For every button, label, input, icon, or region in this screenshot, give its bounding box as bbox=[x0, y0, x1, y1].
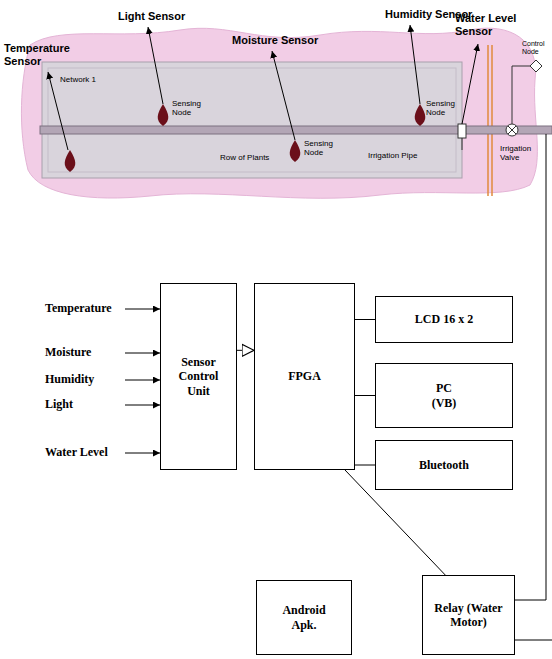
sensor-leader bbox=[462, 44, 478, 124]
orange-boundary bbox=[491, 45, 493, 196]
relay-box: Relay (Water Motor) bbox=[422, 575, 515, 655]
network-label: Network 1 bbox=[60, 76, 96, 85]
sensor-label: Water Level Sensor bbox=[455, 12, 519, 38]
temperature-sensor-node bbox=[65, 150, 76, 172]
app-box: Android Apk. bbox=[256, 580, 352, 655]
moisture-sensor-node bbox=[290, 140, 301, 162]
input-label: Light bbox=[45, 397, 73, 411]
control-unit-box: Sensor Control Unit bbox=[160, 283, 237, 470]
bluetooth-box: Bluetooth bbox=[375, 440, 513, 490]
input-arrow bbox=[125, 405, 160, 406]
sensor-leader bbox=[148, 27, 163, 104]
control-node-diamond bbox=[530, 60, 542, 72]
sensing-node-label: Sensing Node bbox=[304, 140, 332, 158]
pc-box: PC (VB) bbox=[375, 363, 513, 428]
connector-arrow bbox=[237, 350, 254, 351]
pipe-label: Irrigation Pipe bbox=[368, 152, 417, 161]
input-label: Water Level bbox=[45, 445, 108, 459]
sensor-label: Light Sensor bbox=[118, 10, 185, 23]
connector-line bbox=[355, 395, 375, 396]
box-text: LCD 16 x 2 bbox=[415, 312, 473, 326]
valve-label: Irrigation Valve bbox=[500, 145, 540, 163]
display-box: LCD 16 x 2 bbox=[375, 296, 513, 343]
box-text: Sensor Control Unit bbox=[166, 355, 231, 398]
box-text: Bluetooth bbox=[419, 458, 469, 472]
input-arrow bbox=[125, 353, 160, 354]
control-node-label: Control Node bbox=[522, 40, 550, 55]
input-arrow bbox=[125, 309, 160, 310]
plant-row bbox=[42, 62, 462, 178]
box-text: PC (VB) bbox=[424, 381, 464, 410]
network-region bbox=[21, 28, 537, 198]
row-label: Row of Plants bbox=[220, 154, 269, 163]
valve-control-wire bbox=[512, 66, 530, 124]
connector-line bbox=[355, 465, 375, 466]
sensing-node-label: Sensing Node bbox=[172, 100, 200, 118]
box-text: Relay (Water Motor) bbox=[428, 601, 509, 630]
input-label: Humidity bbox=[45, 372, 94, 386]
sensing-node-label: Sensing Node bbox=[426, 100, 454, 118]
input-arrow bbox=[125, 380, 160, 381]
input-label: Moisture bbox=[45, 345, 91, 359]
irrigation-valve-cross bbox=[508, 126, 516, 134]
sensor-leader bbox=[410, 25, 420, 104]
box-text: FPGA bbox=[288, 369, 321, 383]
connector-line bbox=[355, 319, 375, 320]
humidity-sensor-node bbox=[415, 104, 426, 126]
irrigation-valve bbox=[506, 124, 518, 136]
box-text: Android Apk. bbox=[274, 603, 334, 632]
light-sensor-node bbox=[158, 104, 169, 126]
orange-boundary bbox=[487, 45, 489, 196]
sensor-leader bbox=[272, 51, 295, 140]
relay-supply-wire bbox=[515, 640, 552, 641]
water-level-sensor bbox=[458, 124, 466, 138]
sensor-label: Temperature Sensor bbox=[4, 42, 76, 68]
water-level-sensor-stem bbox=[462, 138, 463, 150]
sensor-label: Moisture Sensor bbox=[232, 34, 318, 47]
plant-row-inner bbox=[48, 68, 456, 172]
irrigation-pipe bbox=[40, 126, 552, 134]
fpga-box: FPGA bbox=[254, 283, 355, 470]
input-label: Temperature bbox=[45, 301, 112, 315]
relay-pipe-wire bbox=[515, 134, 546, 600]
input-arrow bbox=[125, 453, 160, 454]
